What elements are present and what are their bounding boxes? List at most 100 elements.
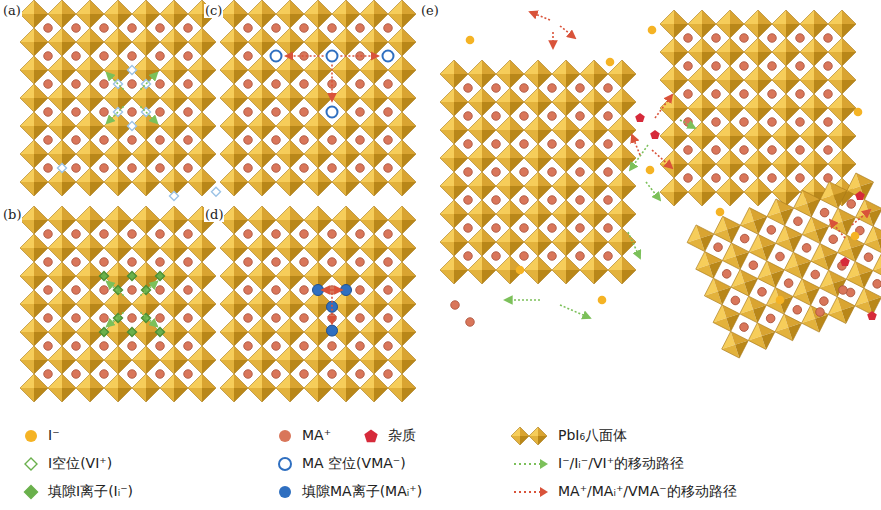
- ma-cation: [244, 230, 253, 239]
- ma-cation: [300, 136, 309, 145]
- ma-cation: [824, 146, 833, 155]
- octahedron-edge: [132, 168, 160, 196]
- migration-arrow: [140, 106, 157, 123]
- iodide-ion: [851, 232, 860, 241]
- octahedron-edge: [20, 374, 48, 402]
- ma-cation: [44, 108, 53, 117]
- octahedron-edge: [691, 247, 726, 282]
- ma-cation: [44, 258, 53, 267]
- octahedron-edge: [248, 318, 276, 346]
- ma-cation: [384, 80, 393, 89]
- octahedron-edge: [496, 144, 524, 172]
- impurity: [855, 191, 865, 200]
- ma-cation: [492, 196, 501, 205]
- iodine-interstitial: [114, 314, 123, 323]
- ma-cation: [604, 84, 613, 93]
- ma-cation: [328, 370, 337, 379]
- ma-cation: [100, 342, 109, 351]
- ma-cation: [872, 278, 881, 289]
- octahedron-edge: [160, 374, 188, 402]
- ma-cation: [464, 168, 473, 177]
- ma-cation: [464, 252, 473, 261]
- ma-cation: [156, 314, 165, 323]
- ma-cation: [492, 252, 501, 261]
- ma-cation: [356, 370, 365, 379]
- ma-cation: [272, 108, 281, 117]
- migration-arrow: [632, 135, 640, 155]
- octahedron-edge: [360, 112, 388, 140]
- octahedron-edge: [76, 234, 104, 262]
- octahedron-edge: [188, 318, 216, 346]
- octahedron-edge: [816, 177, 851, 212]
- impurity: [635, 113, 645, 122]
- octahedron-edge: [220, 346, 248, 374]
- migration-arrow: [107, 73, 124, 90]
- octahedron-edge: [468, 60, 496, 88]
- octahedron-edge: [220, 290, 248, 318]
- ma-cation: [712, 90, 721, 99]
- octahedron-edge: [48, 374, 76, 402]
- octahedron-edge: [332, 346, 360, 374]
- ma-cation: [768, 118, 777, 127]
- octahedron-edge: [188, 84, 216, 112]
- octahedron-edge: [248, 168, 276, 196]
- octahedron-edge: [688, 38, 716, 66]
- octahedron-edge: [524, 172, 552, 200]
- octahedron-edge: [188, 262, 216, 290]
- ma-cation: [548, 224, 557, 233]
- octahedron-edge: [716, 150, 744, 178]
- octahedron-edge: [304, 168, 332, 196]
- ma-cation: [520, 168, 529, 177]
- octahedron-edge: [220, 262, 248, 290]
- octahedron-edge: [580, 200, 608, 228]
- ma-cation: [384, 164, 393, 173]
- ma-cation: [44, 286, 53, 295]
- ma-cation: [156, 164, 165, 173]
- ma-cation: [44, 370, 53, 379]
- ma-cation: [684, 146, 693, 155]
- ma-interstitial: [313, 285, 324, 296]
- migration-arrow: [322, 289, 332, 291]
- ma-cation: [156, 52, 165, 61]
- octahedron-edge: [552, 116, 580, 144]
- ma-cation: [576, 140, 585, 149]
- ma-cation: [576, 84, 585, 93]
- iodide-ion: [516, 266, 525, 275]
- migration-arrow: [646, 182, 660, 200]
- ma-cation: [684, 62, 693, 71]
- ma-cation: [300, 164, 309, 173]
- ma-cation: [740, 174, 749, 183]
- octahedron-edge: [220, 318, 248, 346]
- octahedron-edge: [798, 213, 833, 248]
- octahedron-edge: [709, 212, 744, 247]
- octahedron-edge: [20, 168, 48, 196]
- octahedron-edge: [468, 144, 496, 172]
- ma-cation: [356, 80, 365, 89]
- ma-cation: [356, 342, 365, 351]
- ma-cation: [464, 196, 473, 205]
- ma-vacancy: [327, 51, 338, 62]
- ma-cation: [44, 230, 53, 239]
- octahedron-edge: [104, 28, 132, 56]
- octahedron-edge: [76, 168, 104, 196]
- ma-cation: [740, 146, 749, 155]
- migration-arrow: [140, 312, 157, 326]
- octahedron-edge: [188, 112, 216, 140]
- octahedron-edge: [688, 66, 716, 94]
- octahedron-edge: [332, 168, 360, 196]
- octahedron-edge: [440, 88, 468, 116]
- octahedron-edge: [220, 374, 248, 402]
- ma-cation: [768, 174, 777, 183]
- ma-cation: [72, 24, 81, 33]
- octahedron-edge: [132, 0, 160, 28]
- octahedron-edge: [772, 66, 800, 94]
- octahedron-edge: [552, 256, 580, 284]
- panel-c: [220, 0, 416, 196]
- migration-arrow: [652, 150, 672, 168]
- ma-cation: [520, 84, 529, 93]
- ma-cation: [548, 252, 557, 261]
- octahedron-edge: [700, 274, 735, 309]
- octahedron-edge: [248, 290, 276, 318]
- octahedron-edge: [388, 290, 416, 318]
